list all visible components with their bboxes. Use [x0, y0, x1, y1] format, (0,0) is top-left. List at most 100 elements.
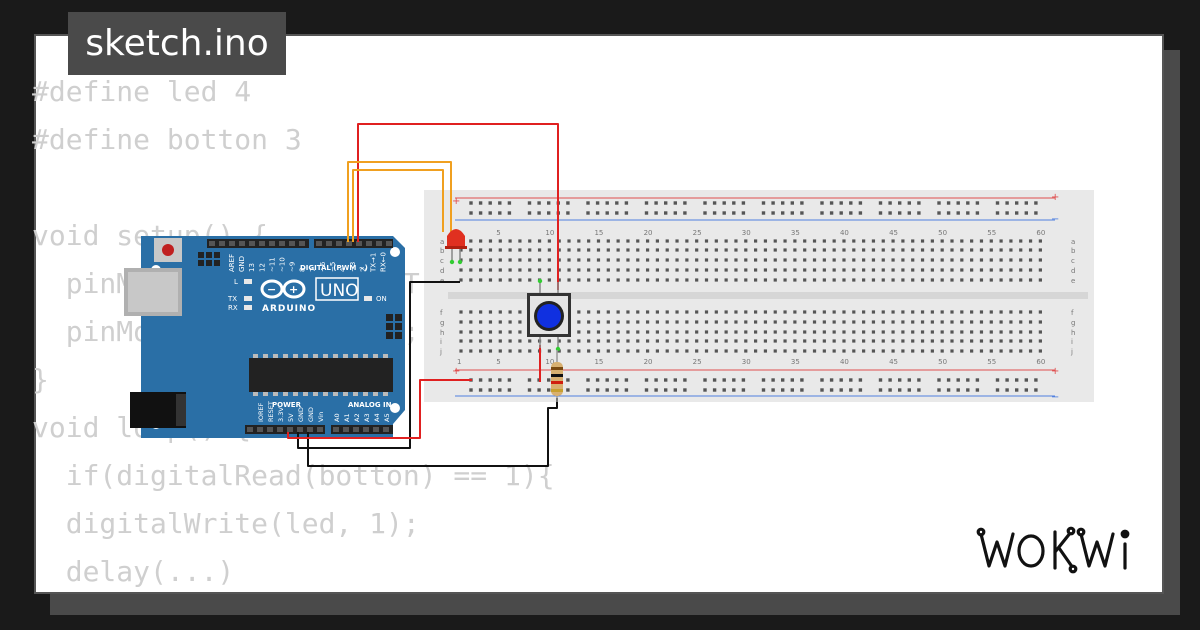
- breadboard-hole: [488, 330, 493, 334]
- rail-hole: [1024, 211, 1028, 215]
- rail-hole: [615, 378, 619, 382]
- row-label: g: [1071, 319, 1075, 327]
- rail-hole: [703, 388, 707, 392]
- breadboard-hole: [645, 278, 650, 282]
- column-number: 40: [840, 358, 849, 366]
- breadboard-hole: [587, 239, 591, 243]
- breadboard-hole: [989, 239, 993, 243]
- breadboard-hole: [822, 330, 826, 334]
- breadboard-hole: [724, 339, 728, 343]
- breadboard-hole: [1019, 310, 1023, 314]
- chip-pin: [373, 354, 378, 358]
- breadboard-hole: [950, 349, 954, 353]
- breadboard-hole: [970, 349, 974, 353]
- breadboard-hole: [793, 349, 797, 353]
- led-body: [447, 229, 465, 248]
- breadboard-hole: [596, 349, 601, 353]
- pin-label: GND: [307, 407, 315, 422]
- rail-hole: [1034, 388, 1038, 392]
- breadboard-hole: [577, 320, 581, 324]
- row-label: f: [1071, 309, 1074, 317]
- icsp-pin: [214, 252, 220, 258]
- breadboard-hole: [812, 310, 817, 314]
- chip-pin: [273, 354, 278, 358]
- breadboard-hole: [871, 239, 876, 243]
- rail-hole: [595, 201, 600, 205]
- breadboard-hole: [822, 248, 826, 252]
- breadboard-hole: [842, 258, 846, 262]
- breadboard-hole: [989, 320, 993, 324]
- breadboard-hole: [616, 310, 620, 314]
- breadboard-hole: [803, 268, 807, 272]
- rail-hole: [624, 378, 629, 382]
- rail-hole: [586, 201, 590, 205]
- breadboard-hole: [655, 330, 659, 334]
- breadboard-hole: [616, 320, 620, 324]
- pin-label: ~11: [268, 257, 276, 272]
- breadboard-hole: [911, 268, 915, 272]
- header-pin: [287, 427, 293, 432]
- breadboard-hole: [498, 239, 502, 243]
- breadboard-hole: [616, 339, 620, 343]
- row-label: e: [1071, 277, 1075, 285]
- row-label: b: [1071, 247, 1076, 255]
- pin-label: 5V: [287, 413, 295, 422]
- breadboard-hole: [783, 339, 787, 343]
- breadboard-hole: [822, 239, 826, 243]
- breadboard-hole: [626, 339, 630, 343]
- breadboard-hole: [763, 258, 768, 262]
- rail-hole: [946, 378, 951, 382]
- breadboard-hole: [1009, 248, 1013, 252]
- pin-label: ~5: [329, 262, 337, 272]
- rail-hole: [956, 388, 960, 392]
- breadboard-hole: [685, 239, 689, 243]
- breadboard-hole: [960, 268, 964, 272]
- breadboard-hole: [675, 268, 679, 272]
- resistor-band: [551, 389, 563, 392]
- breadboard-hole: [920, 330, 925, 334]
- breadboard-hole: [547, 339, 551, 343]
- breadboard-hole: [911, 278, 915, 282]
- rail-hole: [995, 388, 1000, 392]
- breadboard-hole: [1019, 330, 1023, 334]
- header-pin: [249, 241, 255, 246]
- breadboard-hole: [675, 248, 679, 252]
- breadboard-hole: [528, 258, 532, 262]
- breadboard-hole: [1028, 278, 1033, 282]
- breadboard-hole: [803, 248, 807, 252]
- breadboard-hole: [901, 349, 905, 353]
- breadboard-hole: [901, 268, 905, 272]
- row-label: c: [440, 257, 444, 265]
- breadboard-hole: [537, 258, 542, 262]
- breadboard-hole: [636, 310, 640, 314]
- breadboard-hole: [999, 268, 1003, 272]
- breadboard-hole: [1019, 248, 1023, 252]
- chip-pin: [363, 392, 368, 396]
- breadboard-hole: [704, 349, 709, 353]
- breadboard-hole: [773, 268, 777, 272]
- breadboard-hole: [675, 239, 679, 243]
- rail-hole: [888, 378, 892, 382]
- breadboard-hole: [547, 349, 551, 353]
- breadboard-hole: [793, 278, 797, 282]
- header-pin: [257, 427, 263, 432]
- rail-hole: [907, 201, 911, 205]
- breadboard-hole: [832, 248, 836, 252]
- rail-hole: [829, 211, 834, 215]
- breadboard-hole: [469, 339, 473, 343]
- breadboard-hole: [577, 310, 581, 314]
- breadboard-hole: [754, 310, 758, 314]
- rail-hole: [586, 378, 590, 382]
- breadboard-hole: [695, 320, 699, 324]
- power-header: [245, 425, 325, 434]
- breadboard-hole: [1028, 349, 1033, 353]
- breadboard-hole: [479, 320, 483, 324]
- code-line: }: [32, 363, 49, 396]
- breadboard-hole: [832, 310, 836, 314]
- breadboard-hole: [587, 330, 591, 334]
- breadboard-hole: [842, 330, 846, 334]
- breadboard-hole: [901, 330, 905, 334]
- breadboard-hole: [979, 320, 984, 324]
- breadboard-hole: [763, 339, 768, 343]
- breadboard-hole: [783, 330, 787, 334]
